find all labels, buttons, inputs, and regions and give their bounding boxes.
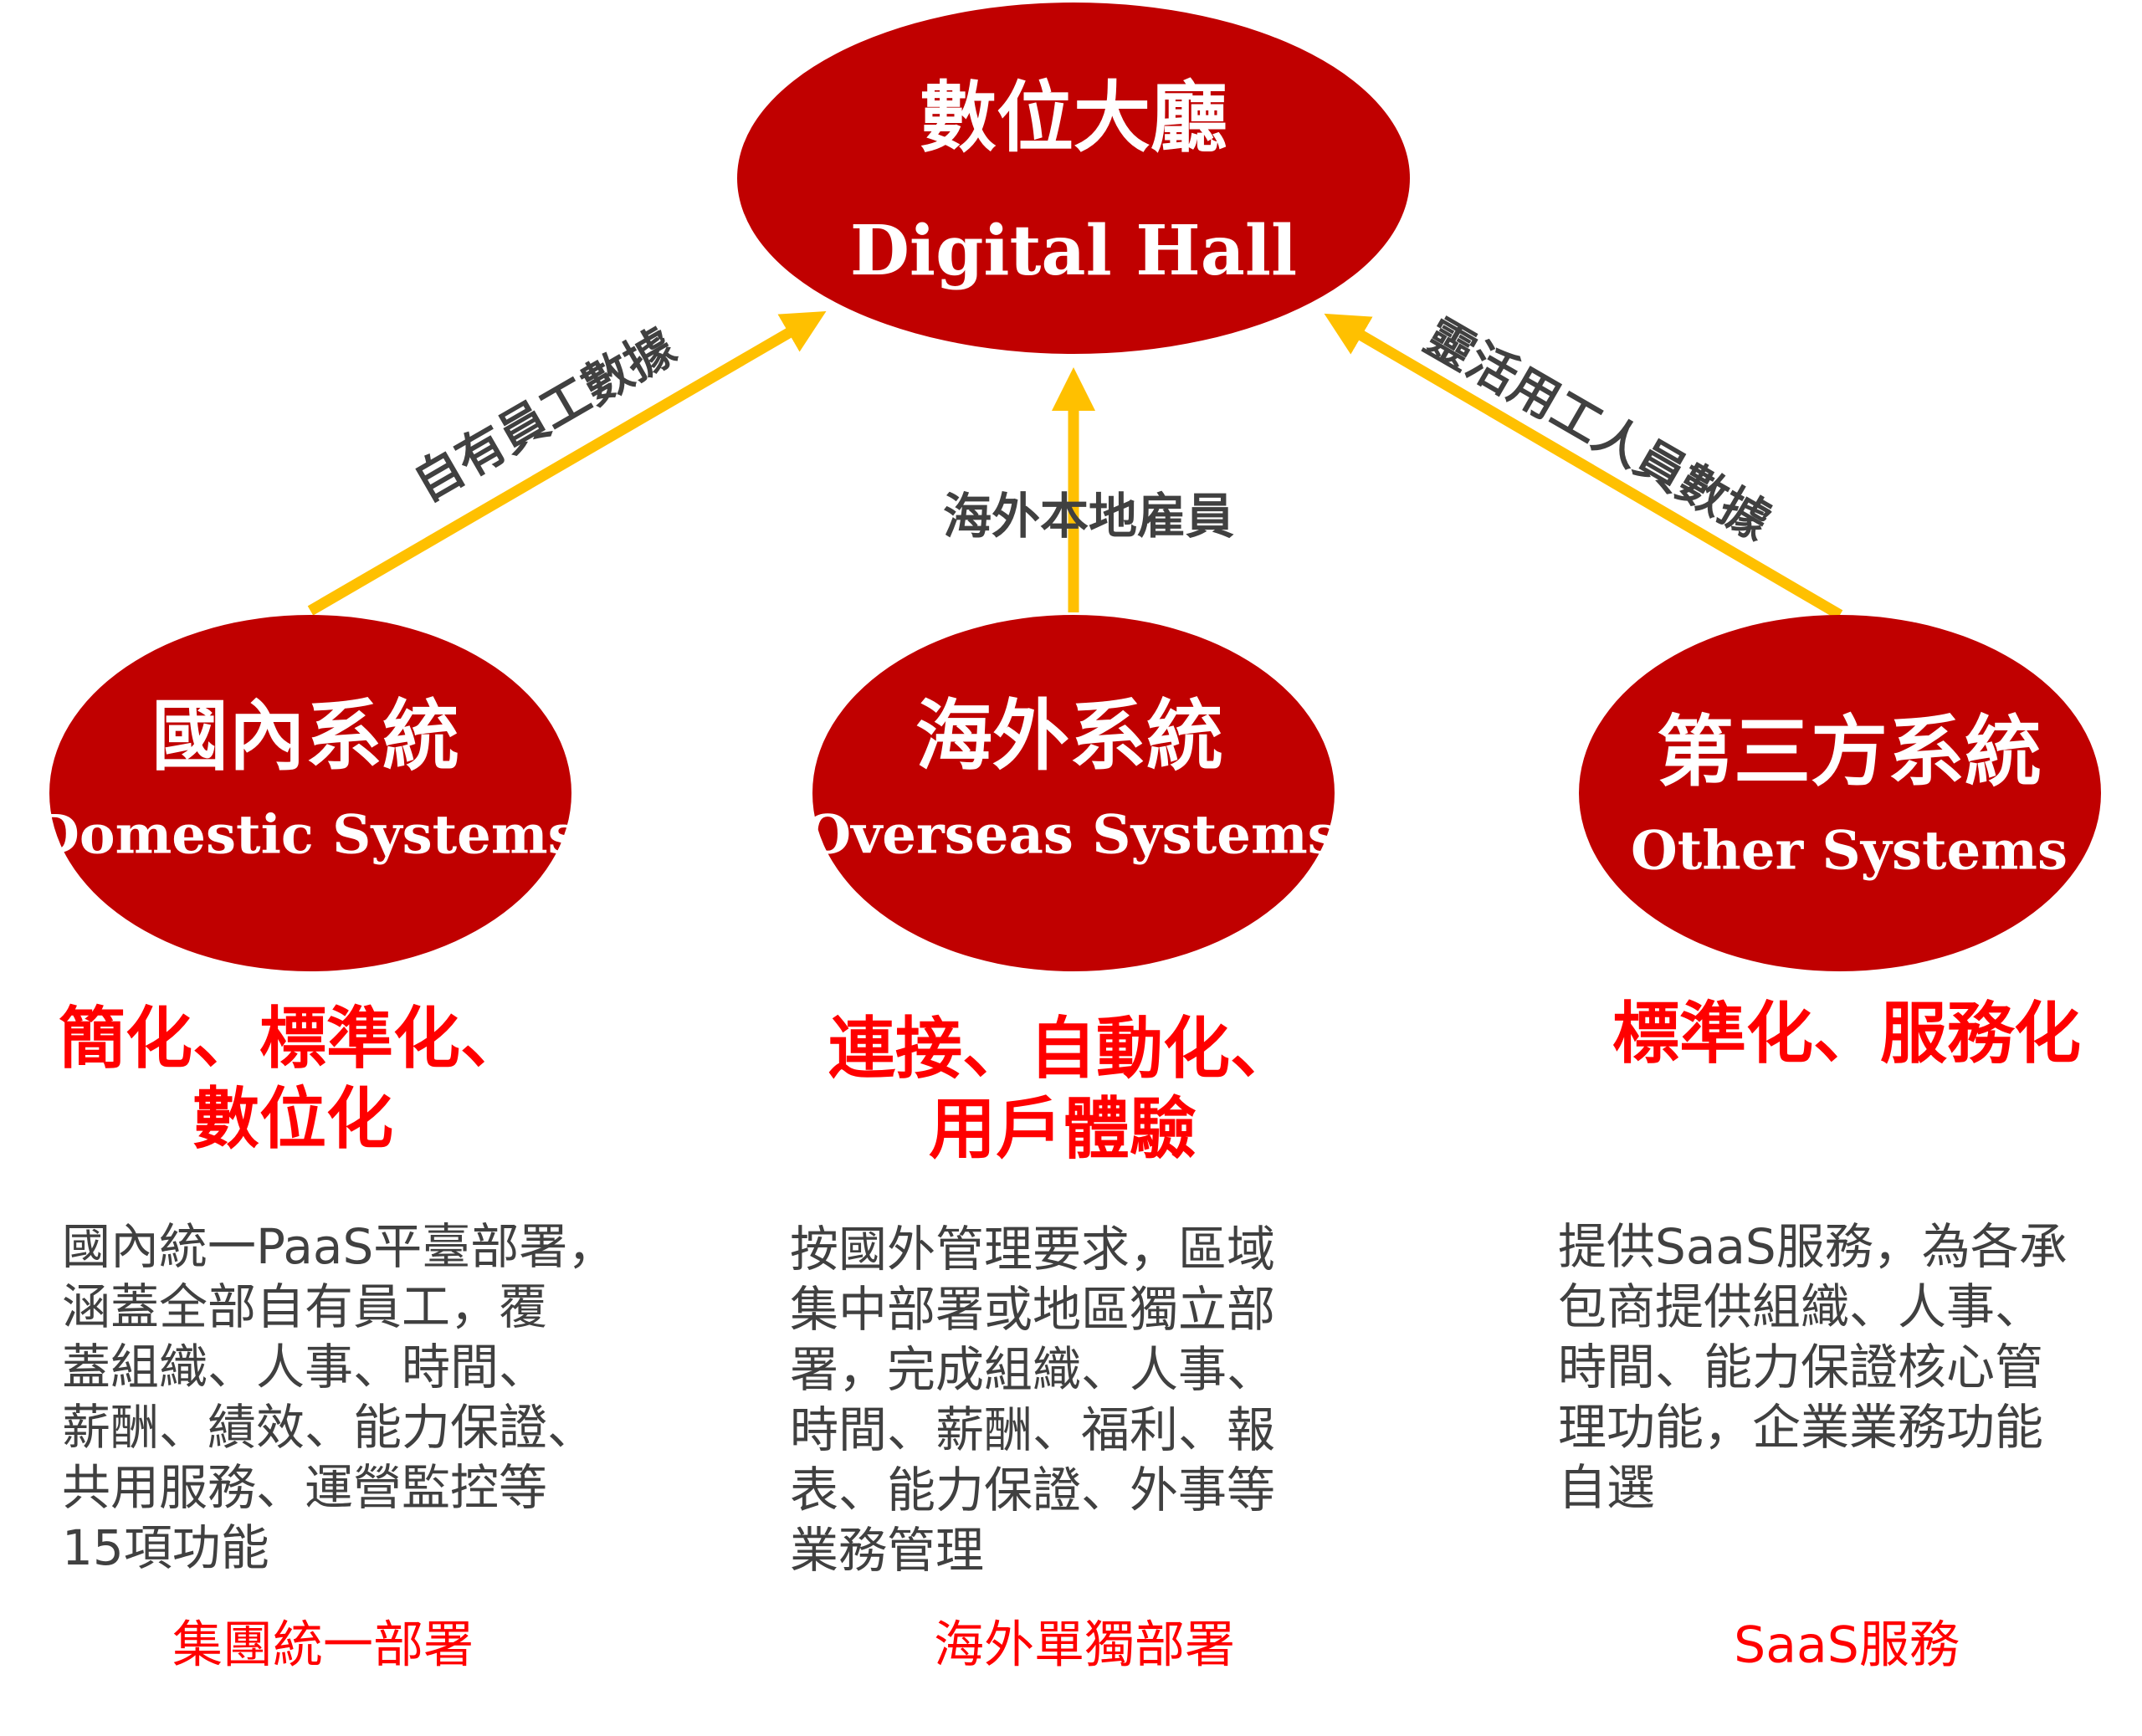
digital-hall-ellipse xyxy=(737,3,1410,354)
overseas-zh: 海外系統 xyxy=(915,691,1224,781)
text-line: 涵蓋全部自有員工，覆 xyxy=(62,1278,548,1335)
domestic-description: 國內統一PaaS平臺部署， 涵蓋全部自有員工，覆 蓋組織、人事、時間、 薪酬、績… xyxy=(62,1216,616,1578)
text-line: 國內統一PaaS平臺部署， xyxy=(62,1218,617,1275)
arrow-left xyxy=(307,310,827,616)
slogan-line: 數位化 xyxy=(192,1080,393,1158)
overseas-description: 按國外管理要求，區域 集中部署或地區獨立部 署，完成組織、人事、 時間、薪酬、福… xyxy=(790,1219,1275,1580)
arrow-label-middle: 海外本地雇員 xyxy=(942,488,1235,545)
domestic-ellipse xyxy=(49,615,571,971)
text-line: 理功能，企業業務功能 xyxy=(1558,1399,2044,1456)
text-line: 蓋組織、人事、時間、 xyxy=(62,1339,548,1395)
text-line: 業務管理 xyxy=(790,1522,985,1579)
other-description: 提供SaaS服務，為各承 包商提供組織、人事、 時間、能力保證核心管 理功能，企… xyxy=(1558,1216,2068,1518)
slogan-line: 用戶體驗 xyxy=(929,1090,1197,1168)
text-line: 包商提供組織、人事、 xyxy=(1558,1278,2044,1335)
text-line: 集中部署或地區獨立部 xyxy=(790,1281,1276,1338)
other-footer: SaaS服務 xyxy=(1734,1616,1960,1675)
digital-hall-zh: 數位大廳 xyxy=(919,73,1228,163)
arrow-right xyxy=(1324,313,1843,620)
text-line: 署，完成組織、人事、 xyxy=(790,1341,1276,1398)
other-zh: 第三方系統 xyxy=(1656,707,2042,797)
other-en: Other Systems xyxy=(1630,819,2068,883)
domestic-footer: 集團統一部署 xyxy=(172,1616,474,1675)
text-line: 時間、薪酬、福利、報 xyxy=(790,1401,1276,1458)
overseas-slogan: 連接、自動化、 用戶體驗 xyxy=(828,1009,1297,1170)
text-line: 表、能力保證、外事等 xyxy=(790,1462,1276,1518)
other-slogan: 標準化、服務化 xyxy=(1612,994,2081,1074)
overseas-footer: 海外單獨部署 xyxy=(934,1616,1235,1675)
other-ellipse xyxy=(1579,615,2101,971)
text-line: 共用服務、運營監控等 xyxy=(62,1459,548,1516)
text-line: 自選 xyxy=(1558,1459,1656,1516)
text-line: 薪酬、績效、能力保證、 xyxy=(62,1399,597,1456)
domestic-slogan: 簡化、標準化、 數位化 xyxy=(59,999,527,1160)
overseas-en: Overseas Systems xyxy=(804,803,1338,867)
text-line: 按國外管理要求，區域 xyxy=(790,1221,1276,1278)
slogan-line: 簡化、標準化、 xyxy=(59,1000,527,1078)
slogan-line: 標準化、服務化 xyxy=(1612,995,2081,1073)
overseas-ellipse xyxy=(812,615,1335,971)
domestic-en: Domestic Systems xyxy=(33,803,578,867)
digital-hall-en: Digital Hall xyxy=(849,211,1298,291)
domestic-zh: 國內系統 xyxy=(151,691,460,781)
slogan-line: 連接、自動化、 xyxy=(828,1010,1297,1088)
text-line: 提供SaaS服務，為各承 xyxy=(1558,1218,2068,1275)
text-line: 15項功能 xyxy=(62,1519,269,1576)
text-line: 時間、能力保證核心管 xyxy=(1558,1339,2044,1395)
